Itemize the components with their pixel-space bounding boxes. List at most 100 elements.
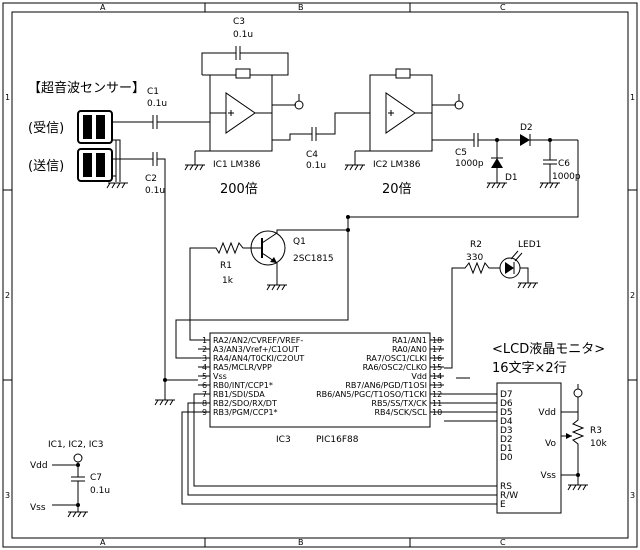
ultrasonic-sensor: 【超音波センサー】 (受信) (送信) bbox=[28, 80, 148, 189]
pic-pin-number: 6 bbox=[202, 381, 207, 390]
transistor-q1: Q1 2SC1815 bbox=[250, 229, 348, 291]
c5-value: 1000p bbox=[455, 159, 484, 169]
col-label-a-bottom: A bbox=[100, 538, 106, 547]
c3-name: C3 bbox=[233, 17, 245, 27]
sensor-tx-label: (送信) bbox=[28, 159, 64, 174]
power-decoupling: IC1, IC2, IC3 Vdd Vss C7 0.1u bbox=[30, 440, 110, 518]
detector-circuit: C5 1000p D2 D1 C6 1000p bbox=[346, 123, 581, 230]
r2-name: R2 bbox=[470, 240, 482, 250]
c4-name: C4 bbox=[306, 150, 318, 160]
pic-pin-number: 1 bbox=[202, 336, 207, 345]
lcd-pin-label: D4 bbox=[500, 417, 513, 427]
resistor-r2: R2 330 bbox=[444, 240, 500, 369]
pic-pin-name: RB4/SCK/SCL bbox=[374, 408, 427, 417]
c1-value: 0.1u bbox=[147, 99, 167, 109]
col-label-c: C bbox=[500, 3, 506, 12]
c4-value: 0.1u bbox=[306, 161, 326, 171]
lcd-pin-label: D3 bbox=[500, 426, 513, 436]
ic3-label: IC3 bbox=[276, 435, 291, 445]
pic-pin-name: RB1/SDI/SDA bbox=[213, 390, 265, 399]
capacitor-c2: C2 0.1u bbox=[145, 152, 198, 382]
pic-pin-number: 10 bbox=[432, 408, 442, 417]
vdd-terminal-icon bbox=[294, 100, 304, 110]
ic2-gain: 20倍 bbox=[382, 182, 412, 197]
power-vdd-label: Vdd bbox=[30, 461, 48, 471]
pic-pin-name: RB6/AN5/PGC/T1OSO/T1CKI bbox=[316, 390, 427, 399]
pic-pin-name: A3/AN3/Vref+/C1OUT bbox=[213, 345, 299, 354]
pic-pin-name: RB2/SDO/RX/DT bbox=[213, 399, 277, 408]
sensor-title: 【超音波センサー】 bbox=[28, 80, 145, 96]
lcd-subtitle: 16文字×2行 bbox=[492, 361, 567, 376]
pic-pin-name: RB5/SS/TX/CK bbox=[371, 399, 427, 408]
pic-pin-number: 3 bbox=[202, 354, 207, 363]
ic2-amplifier: IC2 LM386 20倍 bbox=[344, 68, 464, 197]
pic-pin-name: RB3/PGM/CCP1* bbox=[213, 408, 278, 417]
resistor-r1: R1 1k bbox=[189, 241, 262, 341]
c6-value: 1000p bbox=[552, 172, 581, 182]
pic-pin-number: 18 bbox=[432, 336, 442, 345]
ic3-microcontroller: 1 RA2/AN2/CVREF/VREF- 2 A3/AN3/Vref+/C1OUT 3… bbox=[154, 332, 470, 445]
lcd-pin-label: D7 bbox=[500, 390, 513, 400]
pic-pin-name: Vdd bbox=[411, 372, 427, 381]
col-label-b: B bbox=[298, 3, 304, 12]
d2-label: D2 bbox=[520, 123, 533, 133]
pic-pin-name: RA1/AN1 bbox=[392, 336, 427, 345]
pic-pin-number: 9 bbox=[202, 408, 207, 417]
pic-pin-number: 15 bbox=[432, 363, 442, 372]
d1-label: D1 bbox=[505, 173, 518, 183]
row-label-2-right: 2 bbox=[630, 291, 635, 300]
c3-value: 0.1u bbox=[233, 30, 253, 40]
r3-value: 10k bbox=[590, 439, 607, 449]
pic-pin-number: 17 bbox=[432, 345, 442, 354]
vdd-terminal-icon bbox=[573, 388, 583, 398]
c2-name: C2 bbox=[145, 174, 157, 184]
r1-value: 1k bbox=[222, 276, 234, 286]
pic-pin-number: 5 bbox=[202, 372, 207, 381]
capacitor-c4: C4 0.1u bbox=[272, 112, 370, 171]
pic-pin-number: 12 bbox=[432, 390, 442, 399]
row-label-1-right: 1 bbox=[630, 93, 635, 102]
lcd-pin-label: D5 bbox=[500, 408, 513, 418]
sensor-rx-label: (受信) bbox=[28, 121, 64, 136]
row-label-3: 3 bbox=[5, 491, 10, 500]
c7-value: 0.1u bbox=[90, 486, 110, 496]
row-label-3-right: 3 bbox=[630, 491, 635, 500]
pic-pin-name: RA0/AN0 bbox=[392, 345, 427, 354]
r3-name: R3 bbox=[590, 426, 602, 436]
receiver-element-a bbox=[83, 115, 92, 139]
q1-part: 2SC1815 bbox=[293, 254, 334, 264]
lcd-pin-label: RS bbox=[500, 482, 512, 492]
lcd-pin-label: D1 bbox=[500, 444, 513, 454]
pic-pin-name: RB7/AN6/PGD/T1OSI bbox=[345, 381, 427, 390]
col-label-c-bottom: C bbox=[500, 538, 506, 547]
led1-label: LED1 bbox=[518, 240, 541, 250]
q1-name: Q1 bbox=[293, 237, 306, 247]
ic1-amplifier: C3 0.1u IC1 LM386 200倍 bbox=[184, 17, 304, 197]
lcd-pin-label: D2 bbox=[500, 435, 513, 445]
pic-pin-name: RA5/MCLR/VPP bbox=[213, 363, 272, 372]
c5-name: C5 bbox=[455, 148, 467, 158]
lcd-pin-label: D6 bbox=[500, 399, 513, 409]
led-indicator: LED1 bbox=[499, 240, 541, 289]
pic-pin-number: 2 bbox=[202, 345, 207, 354]
pic-pin-name: RA6/OSC2/CLKO bbox=[363, 363, 427, 372]
lcd-pin-label: Vo bbox=[545, 439, 556, 449]
vdd-terminal-icon bbox=[454, 100, 464, 110]
col-label-a: A bbox=[100, 3, 106, 12]
receiver-element-b bbox=[96, 115, 105, 139]
power-vss-label: Vss bbox=[30, 503, 46, 513]
lcd-pin-label: Vss bbox=[540, 471, 556, 481]
transmitter-element-b bbox=[96, 153, 105, 177]
power-ics-label: IC1, IC2, IC3 bbox=[48, 440, 103, 450]
pic-pin-number: 4 bbox=[202, 363, 207, 372]
lcd-pin-label: D0 bbox=[500, 453, 513, 463]
ground-symbol bbox=[106, 182, 128, 189]
lcd-pin-label: R/W bbox=[500, 491, 518, 501]
pic-pin-number: 14 bbox=[432, 372, 442, 381]
c7-name: C7 bbox=[90, 473, 102, 483]
pic-pin-name: Vss bbox=[213, 372, 227, 381]
pic-pin-name: RA4/AN4/T0CKI/C2OUT bbox=[213, 354, 304, 363]
pic-pin-name: RA2/AN2/CVREF/VREF- bbox=[213, 336, 303, 345]
